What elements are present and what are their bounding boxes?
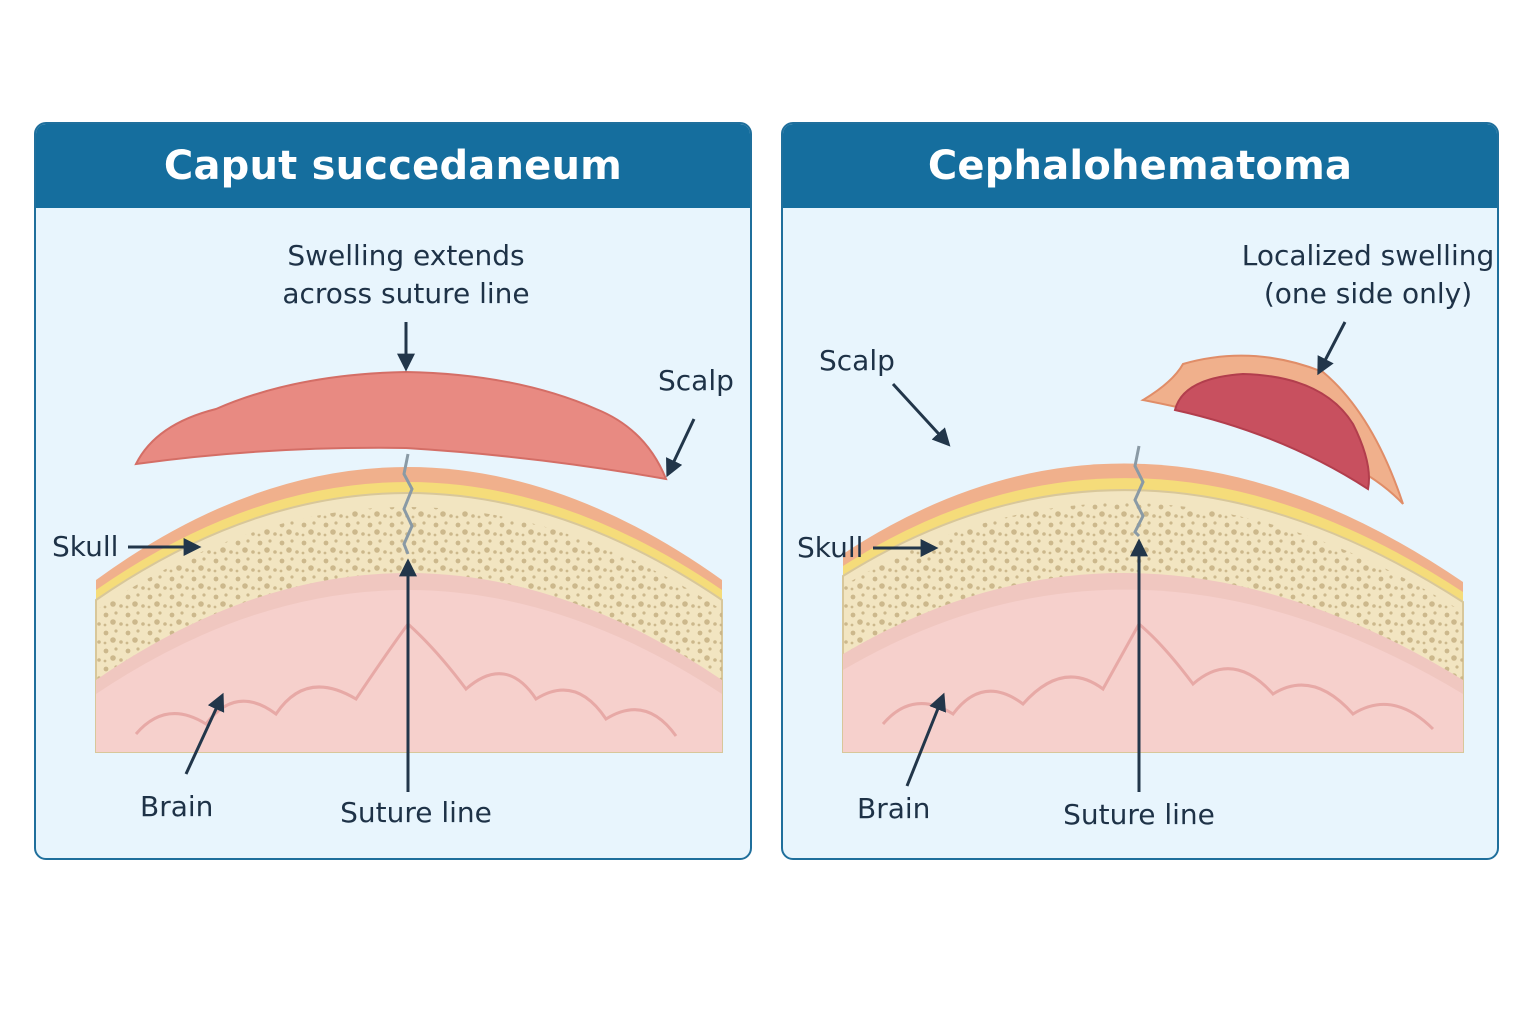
brain-label: Brain <box>140 790 214 823</box>
swelling-label-line2: (one side only) <box>1263 277 1473 310</box>
scalp-label: Scalp <box>819 344 895 377</box>
caput-succedaneum-panel: Caput succedaneum <box>34 122 752 860</box>
swelling-label-line1: Localized swelling <box>1241 239 1495 272</box>
brain-label: Brain <box>857 792 931 825</box>
swelling-label-line2: across suture line <box>282 277 530 310</box>
skull-label: Skull <box>797 531 864 564</box>
suture-mark <box>402 453 414 555</box>
scalp-label: Scalp <box>658 364 734 397</box>
swelling-label-line1: Swelling extends <box>287 239 525 272</box>
panel-title: Caput succedaneum <box>36 124 750 208</box>
caput-diagram <box>95 322 723 792</box>
swelling-label: Localized swelling (one side only) <box>1223 237 1497 313</box>
suture-mark <box>1133 445 1145 538</box>
suture-label: Suture line <box>340 796 492 829</box>
skull-label: Skull <box>52 530 119 563</box>
cephalohematoma-panel: Cephalohematoma <box>781 122 1499 860</box>
swelling-label: Swelling extends across suture line <box>226 237 586 313</box>
panel-title: Cephalohematoma <box>783 124 1497 208</box>
caput-swelling <box>134 370 668 481</box>
hematoma <box>1173 372 1370 491</box>
suture-label: Suture line <box>1063 798 1215 831</box>
brain-core <box>843 589 1463 752</box>
cephalohematoma-diagram <box>842 321 1464 792</box>
